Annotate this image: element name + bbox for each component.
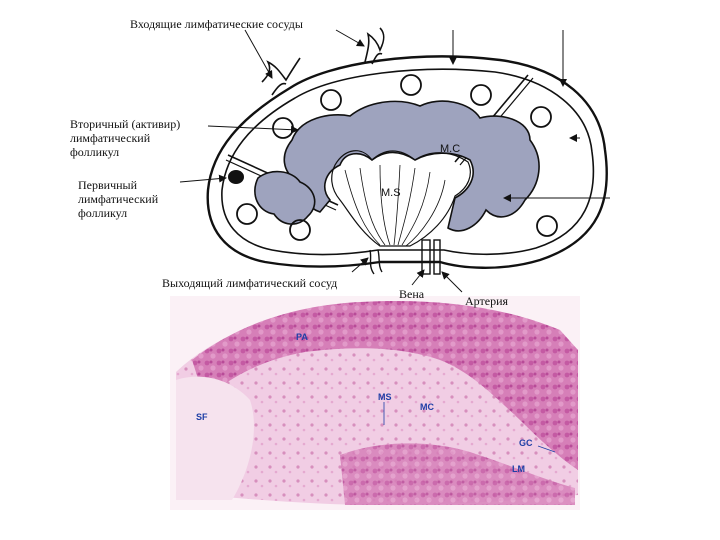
- label-incoming-vessels: Входящие лимфатические сосуды: [130, 17, 303, 31]
- afferent-vessel-right: [364, 27, 385, 65]
- efferent-vessel: [369, 249, 383, 275]
- histo-tag-lm: LM: [512, 464, 525, 474]
- cortex-follicles: [236, 74, 558, 241]
- histo-tag-mc: MC: [420, 402, 434, 412]
- pointer-primary: [179, 174, 227, 183]
- tissue-lower-band: [340, 443, 575, 505]
- medullary-cords: [283, 100, 540, 232]
- medullary-sinus-lines: [344, 164, 446, 247]
- tag-ms: M.S: [381, 187, 401, 199]
- pointer-outgoing: [351, 257, 369, 273]
- artery: [433, 239, 441, 275]
- tissue-left-fade: [176, 376, 254, 500]
- vein: [421, 239, 431, 275]
- pointer-incoming-left: [244, 29, 273, 79]
- histo-pointer-gc: [537, 445, 556, 453]
- capsule-outline: [206, 55, 608, 269]
- histo-tag-ms: MS: [378, 392, 392, 402]
- histo-tag-sf: SF: [196, 412, 208, 422]
- medullary-cords-left: [254, 170, 316, 225]
- histo-tag-gc: GC: [519, 438, 533, 448]
- label-artery: Артерия: [465, 294, 509, 308]
- pointer-artery: [441, 271, 463, 293]
- label-vein: Вена: [399, 287, 425, 301]
- label-primary-follicle: Первичный лимфатический фолликул: [78, 178, 159, 220]
- tag-mc: M.C: [440, 143, 460, 155]
- primary-follicle-dot: [228, 170, 244, 184]
- label-secondary-follicle: Вторичный (активир) лимфатический фоллик…: [70, 117, 181, 159]
- histo-tag-pa: PA: [296, 332, 308, 342]
- subcapsular-sinus: [221, 68, 595, 256]
- medullary-sinus-outline: [331, 150, 471, 247]
- pointer-secondary: [207, 125, 299, 134]
- pointer-vein: [411, 269, 425, 286]
- pointer-incoming-right: [335, 29, 365, 47]
- tissue-cortex: [192, 300, 578, 470]
- label-outgoing-vessel: Выходящий лимфатический сосуд: [162, 276, 338, 290]
